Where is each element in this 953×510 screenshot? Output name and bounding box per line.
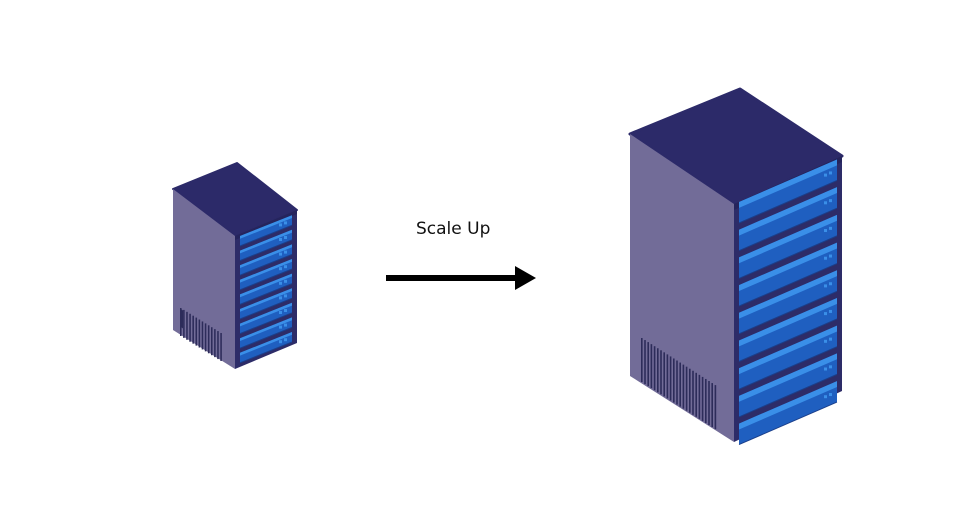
server-status-led xyxy=(824,339,827,343)
server-vent-slit xyxy=(195,317,198,346)
server-vent-slit xyxy=(198,319,201,348)
server-vent-slit xyxy=(679,362,681,407)
server-side-face xyxy=(173,189,235,369)
server-status-led xyxy=(829,282,832,286)
server-vent-slit xyxy=(207,325,210,354)
server-status-led xyxy=(824,284,827,288)
server-status-led xyxy=(824,395,827,399)
server-status-led xyxy=(284,279,287,283)
server-vent-slit xyxy=(673,358,675,403)
server-status-led xyxy=(279,238,282,241)
server-vent-slit xyxy=(657,348,659,393)
server-status-led xyxy=(284,221,287,225)
server-status-led xyxy=(824,229,827,233)
server-vent-slit xyxy=(183,309,185,338)
server-vent-slit xyxy=(711,383,713,428)
server-vent-slit xyxy=(180,308,182,336)
server-status-led xyxy=(284,250,287,254)
server-vent-slit xyxy=(676,360,678,405)
server-vent-slit xyxy=(653,346,656,391)
server-vent-slit xyxy=(192,315,194,344)
server-status-led xyxy=(279,296,282,300)
server-status-led xyxy=(284,236,287,239)
server-status-led xyxy=(279,311,282,314)
server-side-face xyxy=(630,134,734,442)
server-status-led xyxy=(824,367,827,371)
server-status-led xyxy=(824,173,827,177)
server-status-led xyxy=(829,309,832,313)
server-vent-slit xyxy=(660,350,662,395)
server-vent-slit xyxy=(692,370,694,415)
server-vent-slit xyxy=(644,340,646,385)
server-status-led xyxy=(829,393,832,397)
server-vent-slit xyxy=(189,313,191,342)
server-status-led xyxy=(829,365,832,369)
server-vent-slit xyxy=(708,381,710,426)
server-vent-slit xyxy=(641,338,643,382)
server-status-led xyxy=(279,281,282,285)
server-vent-slit xyxy=(666,354,669,399)
server-vent-slit xyxy=(647,342,649,387)
server-status-led xyxy=(829,226,832,230)
server-status-led xyxy=(284,294,287,298)
server-vent-slit xyxy=(186,311,188,340)
server-status-led xyxy=(284,323,287,327)
server-status-led xyxy=(279,325,282,329)
server-status-led xyxy=(824,312,827,316)
server-status-led xyxy=(829,171,832,175)
server-vent-slit xyxy=(695,372,697,417)
server-status-led xyxy=(829,254,832,258)
server-vent-slit xyxy=(211,327,213,356)
server-vent-slit xyxy=(214,329,216,358)
server-vent-slit xyxy=(669,356,672,401)
server-vent-slit xyxy=(204,323,207,352)
server-status-led xyxy=(824,201,827,205)
server-status-led xyxy=(284,265,287,269)
server-vent-slit xyxy=(685,366,688,411)
server-vent-slit xyxy=(201,321,204,350)
server-status-led xyxy=(279,252,282,256)
server-vent-slit xyxy=(682,364,685,409)
server-status-led xyxy=(279,267,282,271)
server-status-led xyxy=(829,337,832,341)
arrow-label: Scale Up xyxy=(416,219,491,239)
small-server-icon xyxy=(172,162,298,369)
server-vent-slit xyxy=(663,352,665,397)
server-vent-slit xyxy=(689,368,691,413)
server-status-led xyxy=(829,199,832,203)
server-status-led xyxy=(284,338,287,342)
server-status-led xyxy=(284,309,287,312)
server-status-led xyxy=(824,256,827,260)
server-vent-slit xyxy=(650,344,653,389)
server-vent-slit xyxy=(217,331,219,360)
server-vent-slit xyxy=(714,385,717,430)
server-status-led xyxy=(279,223,282,227)
large-server-icon xyxy=(628,87,844,446)
server-vent-slit xyxy=(220,332,222,361)
server-vent-slit xyxy=(701,376,704,421)
server-vent-slit xyxy=(705,378,707,423)
server-status-led xyxy=(279,340,282,344)
server-vent-slit xyxy=(698,374,701,419)
right-arrow-icon xyxy=(386,266,536,290)
